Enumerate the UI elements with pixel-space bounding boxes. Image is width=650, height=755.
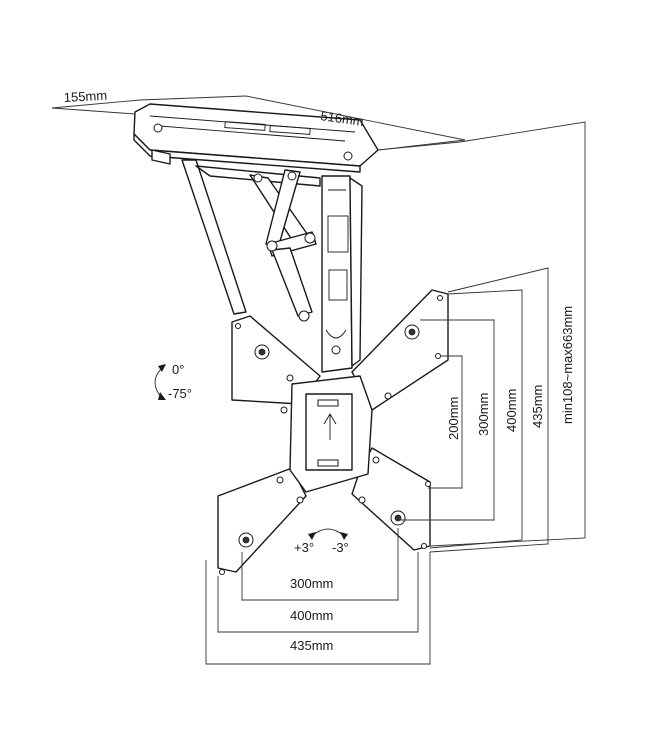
vesa-width-300-label: 300mm: [290, 576, 333, 591]
width-label: 516mm: [320, 108, 365, 129]
swivel-arrow-icon: [308, 528, 348, 540]
horizontal-dimension-lines: [205, 528, 431, 665]
tilt-upper-label: 0°: [172, 362, 184, 377]
vesa-height-400-label: 400mm: [504, 389, 519, 432]
vesa-width-435-label: 435mm: [290, 638, 333, 653]
swivel-right-label: -3°: [332, 540, 349, 555]
vesa-width-400-label: 400mm: [290, 608, 333, 623]
swivel-left-label: +3°: [294, 540, 314, 555]
vesa-height-435-label: 435mm: [530, 385, 545, 428]
vertical-column: [321, 175, 363, 373]
tilt-lower-label: -75°: [168, 386, 192, 401]
ceiling-plate: [133, 103, 379, 173]
vertical-dimension-lines: [377, 121, 586, 553]
vesa-height-200-label: 200mm: [446, 397, 461, 440]
tilt-arrow-icon: [154, 364, 166, 400]
mount-arm-linkage: [181, 159, 321, 322]
height-range-label: min108~max663mm: [560, 306, 575, 424]
vesa-height-300-label: 300mm: [476, 393, 491, 436]
depth-label: 155mm: [63, 88, 107, 105]
